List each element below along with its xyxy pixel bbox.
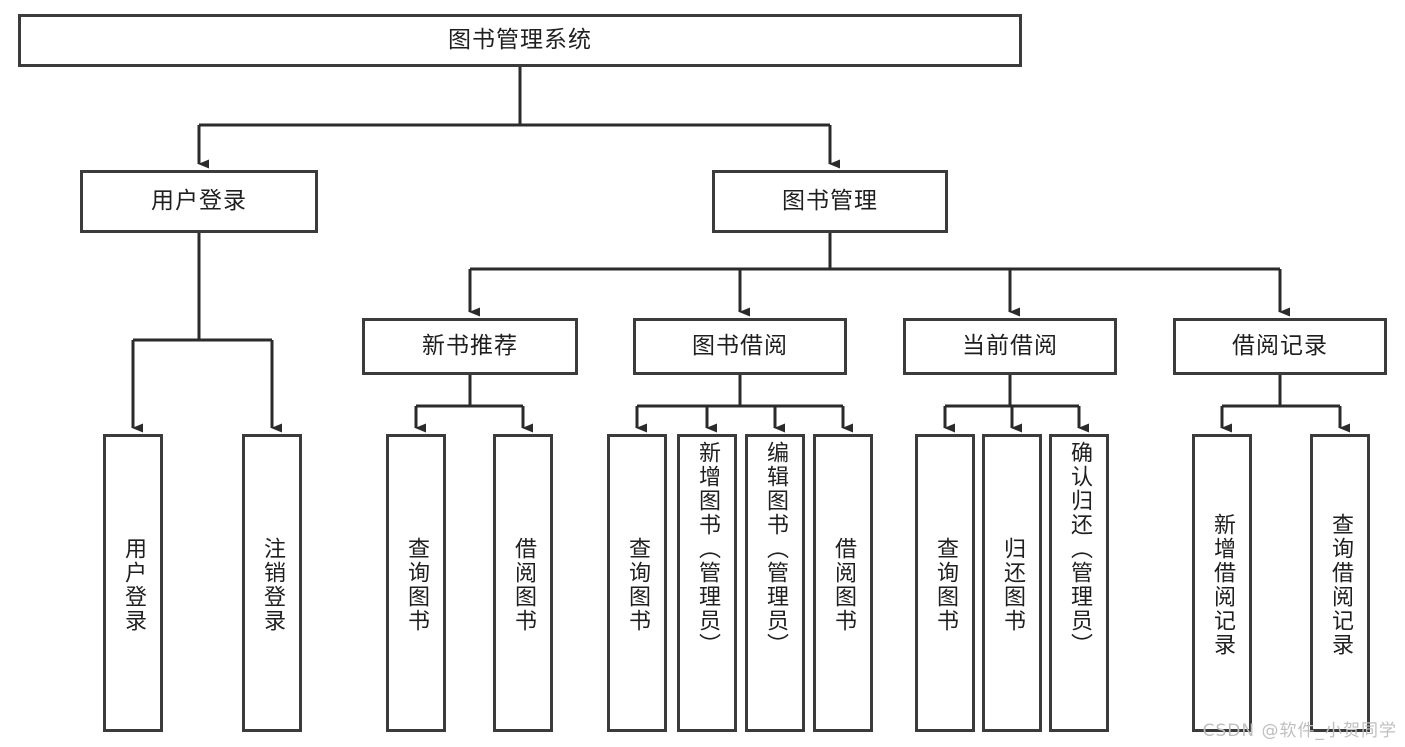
leaf-user-login-logout[interactable]: 注销登录 (242, 434, 302, 732)
node-label: 图书管理 (782, 187, 878, 214)
leaf-book-borrow-query[interactable]: 查询图书 (607, 434, 667, 732)
node-label: 借阅图书 (830, 537, 856, 633)
node-label: 查询图书 (403, 537, 429, 633)
node-root-system[interactable]: 图书管理系统 (18, 14, 1022, 67)
node-label: 编辑图书（管理员） (762, 441, 788, 657)
node-label: 用户登录 (120, 537, 146, 633)
leaf-book-borrow-edit[interactable]: 编辑图书（管理员） (745, 434, 805, 732)
leaf-borrow-records-query[interactable]: 查询借阅记录 (1310, 434, 1370, 732)
leaf-book-borrow-borrow[interactable]: 借阅图书 (813, 434, 873, 732)
node-label: 用户登录 (151, 187, 247, 214)
node-label: 查询借阅记录 (1327, 513, 1353, 657)
node-label: 新书推荐 (422, 332, 518, 359)
leaf-user-login-login[interactable]: 用户登录 (103, 434, 163, 732)
node-label: 新增借阅记录 (1209, 513, 1235, 657)
node-label: 注销登录 (259, 537, 285, 633)
leaf-new-book-query[interactable]: 查询图书 (386, 434, 446, 732)
node-label: 图书管理系统 (448, 26, 592, 53)
node-new-book-recommend[interactable]: 新书推荐 (362, 318, 578, 375)
node-user-login[interactable]: 用户登录 (80, 170, 318, 233)
node-label: 查询图书 (624, 537, 650, 633)
leaf-current-borrow-return[interactable]: 归还图书 (982, 434, 1042, 732)
node-book-management[interactable]: 图书管理 (712, 170, 948, 233)
node-label: 图书借阅 (692, 332, 788, 359)
node-label: 确认归还（管理员） (1066, 441, 1092, 657)
leaf-new-book-borrow[interactable]: 借阅图书 (493, 434, 553, 732)
leaf-book-borrow-add[interactable]: 新增图书（管理员） (677, 434, 737, 732)
node-label: 借阅图书 (510, 537, 536, 633)
node-borrow-records[interactable]: 借阅记录 (1173, 318, 1387, 375)
node-current-borrow[interactable]: 当前借阅 (903, 318, 1117, 375)
node-label: 归还图书 (999, 537, 1025, 633)
node-label: 借阅记录 (1232, 332, 1328, 359)
csdn-watermark: CSDN @软件_小贺同学 (1202, 721, 1397, 741)
node-label: 当前借阅 (962, 332, 1058, 359)
node-label: 新增图书（管理员） (694, 441, 720, 657)
leaf-current-borrow-confirm-return[interactable]: 确认归还（管理员） (1049, 434, 1109, 732)
node-book-borrow[interactable]: 图书借阅 (633, 318, 847, 375)
node-label: 查询图书 (932, 537, 958, 633)
leaf-current-borrow-query[interactable]: 查询图书 (915, 434, 975, 732)
leaf-borrow-records-add[interactable]: 新增借阅记录 (1192, 434, 1252, 732)
